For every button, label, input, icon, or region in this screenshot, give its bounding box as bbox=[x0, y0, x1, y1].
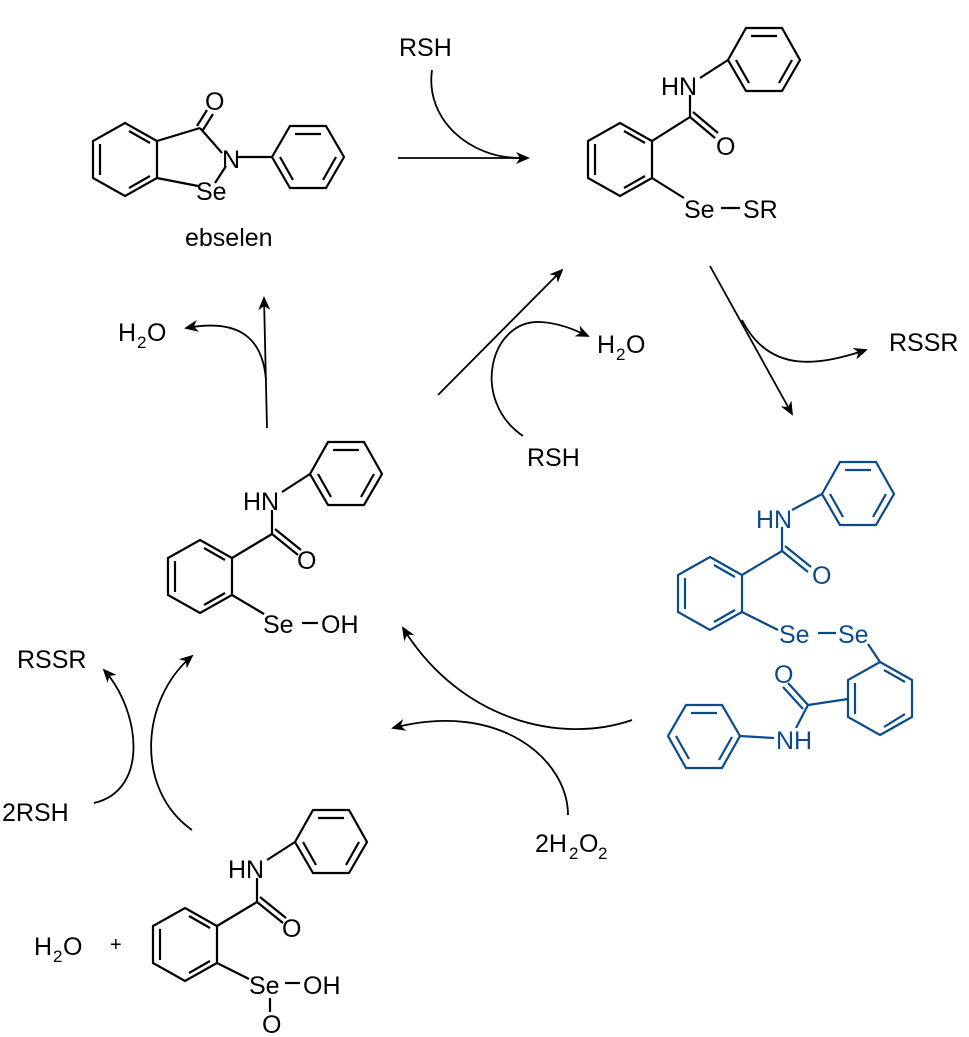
selenenyl-sulfide-structure bbox=[586, 26, 802, 210]
selenenic-o-atom: O bbox=[297, 547, 316, 575]
sulfide-o-atom: O bbox=[716, 133, 735, 161]
selenenic-se-atom: Se bbox=[263, 611, 294, 639]
arrow-h2o-left-out bbox=[184, 319, 267, 381]
two-h2o2-label: 2H 2 O 2 bbox=[535, 830, 607, 863]
svg-text:O: O bbox=[147, 319, 166, 347]
h2o-left-label: H 2 O bbox=[118, 319, 166, 352]
reaction-arrows bbox=[93, 69, 868, 831]
rsh-center-label: RSH bbox=[527, 444, 580, 472]
diselenide-structure bbox=[666, 460, 914, 770]
h2o-bottom-label: H 2 O bbox=[34, 933, 82, 966]
svg-text:2: 2 bbox=[53, 947, 62, 966]
rssr-left-label: RSSR bbox=[17, 646, 86, 674]
diselenide-nh-atom: NH bbox=[776, 727, 812, 755]
arrow-sulfide-to-diselenide bbox=[709, 265, 793, 416]
sulfide-hn-atom: HN bbox=[661, 73, 697, 101]
diselenide-o2-atom: O bbox=[774, 661, 793, 689]
svg-text:2: 2 bbox=[616, 345, 625, 364]
svg-text:H: H bbox=[118, 319, 136, 347]
sulfide-se-atom: Se bbox=[684, 196, 715, 224]
svg-text:2: 2 bbox=[137, 333, 146, 352]
two-rsh-label: 2RSH bbox=[2, 799, 69, 827]
ebselen-se-atom: Se bbox=[196, 178, 227, 206]
svg-text:2: 2 bbox=[598, 844, 607, 863]
seleninic-acid-structure bbox=[151, 808, 369, 1012]
diselenide-hn-atom: HN bbox=[756, 506, 792, 534]
rssr-right-label: RSSR bbox=[889, 329, 958, 357]
arrow-rssr-right-out bbox=[741, 319, 868, 363]
seleninic-hn-atom: HN bbox=[228, 856, 264, 884]
arrow-rsh-center-h2o-out bbox=[490, 321, 590, 437]
seleninic-se-atom: Se bbox=[249, 972, 280, 1000]
selenenic-oh-atom: OH bbox=[321, 611, 359, 639]
ebselen-n-atom: N bbox=[222, 146, 240, 174]
arrow-seleninic-to-selenenic bbox=[150, 654, 194, 831]
arrow-h2o2-in bbox=[391, 719, 569, 816]
diselenide-se2-atom: Se bbox=[838, 621, 869, 649]
seleninic-o2-atom: O bbox=[262, 1011, 281, 1037]
selenenic-hn-atom: HN bbox=[243, 488, 279, 516]
ebselen-label: ebselen bbox=[185, 224, 273, 252]
seleninic-oh-atom: OH bbox=[303, 972, 341, 1000]
plus-sign: + bbox=[110, 934, 122, 956]
svg-text:O: O bbox=[63, 933, 82, 961]
svg-text:2: 2 bbox=[569, 844, 578, 863]
svg-text:2H: 2H bbox=[535, 830, 567, 858]
svg-text:O: O bbox=[579, 830, 598, 858]
arrow-rsh-top-in bbox=[430, 69, 521, 159]
seleninic-o-atom: O bbox=[282, 915, 301, 943]
diselenide-se1-atom: Se bbox=[779, 621, 810, 649]
arrow-diselenide-to-selenenic bbox=[401, 626, 633, 731]
arrow-2rsh-rssr-out bbox=[93, 668, 135, 804]
arrow-selenenic-to-ebselen bbox=[258, 296, 271, 429]
svg-text:O: O bbox=[626, 331, 645, 359]
ebselen-o-atom: O bbox=[205, 88, 224, 116]
arrow-selenenic-to-sulfide bbox=[437, 268, 564, 396]
rsh-top-label: RSH bbox=[399, 34, 452, 62]
svg-text:H: H bbox=[597, 331, 615, 359]
svg-text:H: H bbox=[34, 933, 52, 961]
sulfide-sr-atom: SR bbox=[743, 196, 778, 224]
diselenide-o1-atom: O bbox=[812, 562, 831, 590]
ebselen-structure bbox=[91, 109, 346, 198]
selenenic-acid-structure bbox=[166, 440, 384, 625]
h2o-center-label: H 2 O bbox=[597, 331, 645, 364]
